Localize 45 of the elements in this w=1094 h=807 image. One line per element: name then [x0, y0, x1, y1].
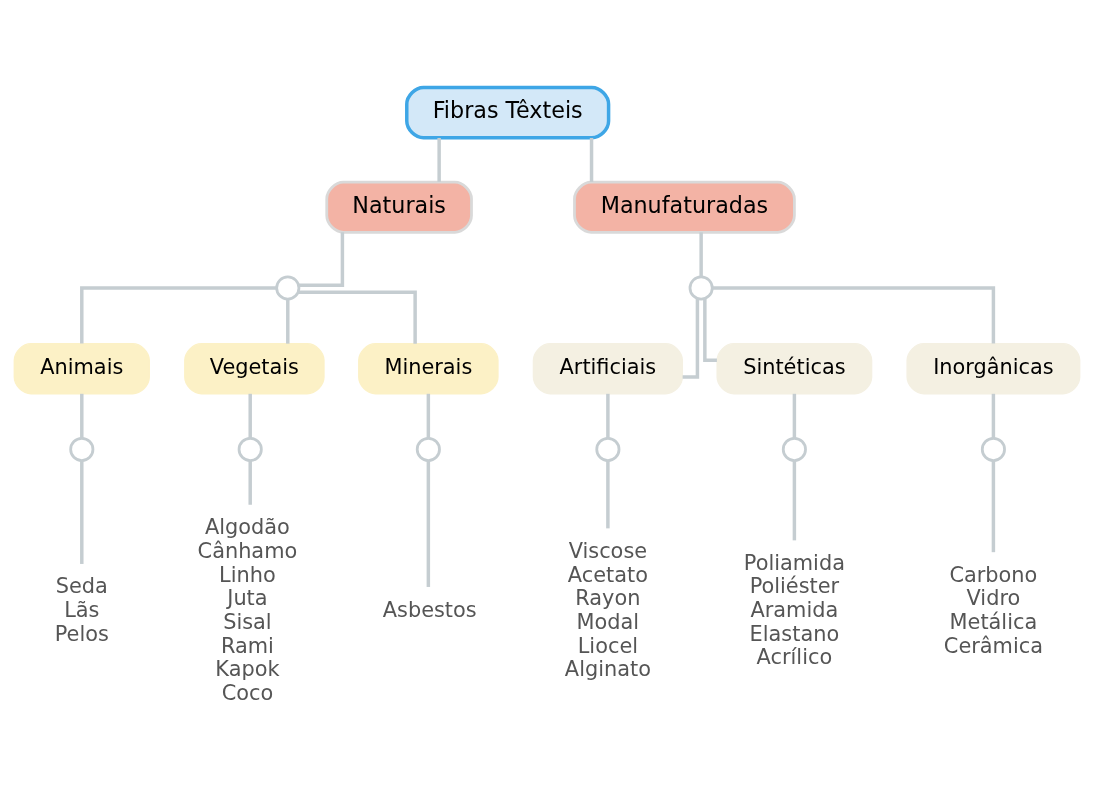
connector [298, 290, 417, 344]
node-circle [781, 436, 807, 462]
connector [703, 298, 717, 363]
connector [589, 138, 594, 182]
connector [682, 298, 700, 379]
node-box: Inorgânicas [906, 342, 1081, 395]
node-circle [275, 275, 301, 301]
node-circle [237, 436, 263, 462]
connector [80, 460, 84, 564]
node-text: Poliamida Poliéster Aramida Elastano Acrílico [743, 550, 845, 670]
node-text: Carbono Vidro Metálica Cerâmica [943, 562, 1043, 658]
connector [991, 393, 996, 439]
node-circle [415, 436, 441, 462]
node-box: Naturais [325, 180, 473, 234]
connector [80, 286, 277, 344]
node-box: Sintéticas [716, 342, 873, 395]
connector [248, 460, 252, 505]
node-box: Animais [13, 342, 150, 395]
node-circle [69, 436, 95, 462]
connector [426, 460, 431, 587]
connector [286, 299, 290, 344]
node-box: Fibras Têxteis [405, 85, 611, 140]
node-circle [595, 436, 621, 462]
connector [248, 393, 252, 439]
connector [792, 460, 797, 541]
connector [712, 286, 996, 344]
node-box: Minerais [358, 342, 499, 395]
connector [792, 393, 797, 439]
connector [699, 232, 703, 277]
node-text: Algodão Cânhamo Linho Juta Sisal Rami Kapok Coco [197, 515, 298, 705]
connector [426, 393, 431, 439]
node-text: Seda Lãs Pelos [54, 574, 109, 646]
connector [606, 393, 610, 439]
connector [991, 460, 996, 553]
connector [80, 393, 84, 439]
connector [298, 232, 345, 287]
node-box: Manufaturadas [573, 180, 796, 234]
node-box: Vegetais [184, 342, 325, 395]
connector [437, 138, 441, 182]
node-circle [980, 436, 1006, 462]
node-text: Asbestos [382, 598, 477, 623]
node-text: Viscose Acetato Rayon Modal Liocel Alginato [564, 538, 651, 682]
node-circle [688, 275, 714, 301]
connector [606, 460, 610, 529]
node-box: Artificiais [532, 342, 684, 395]
